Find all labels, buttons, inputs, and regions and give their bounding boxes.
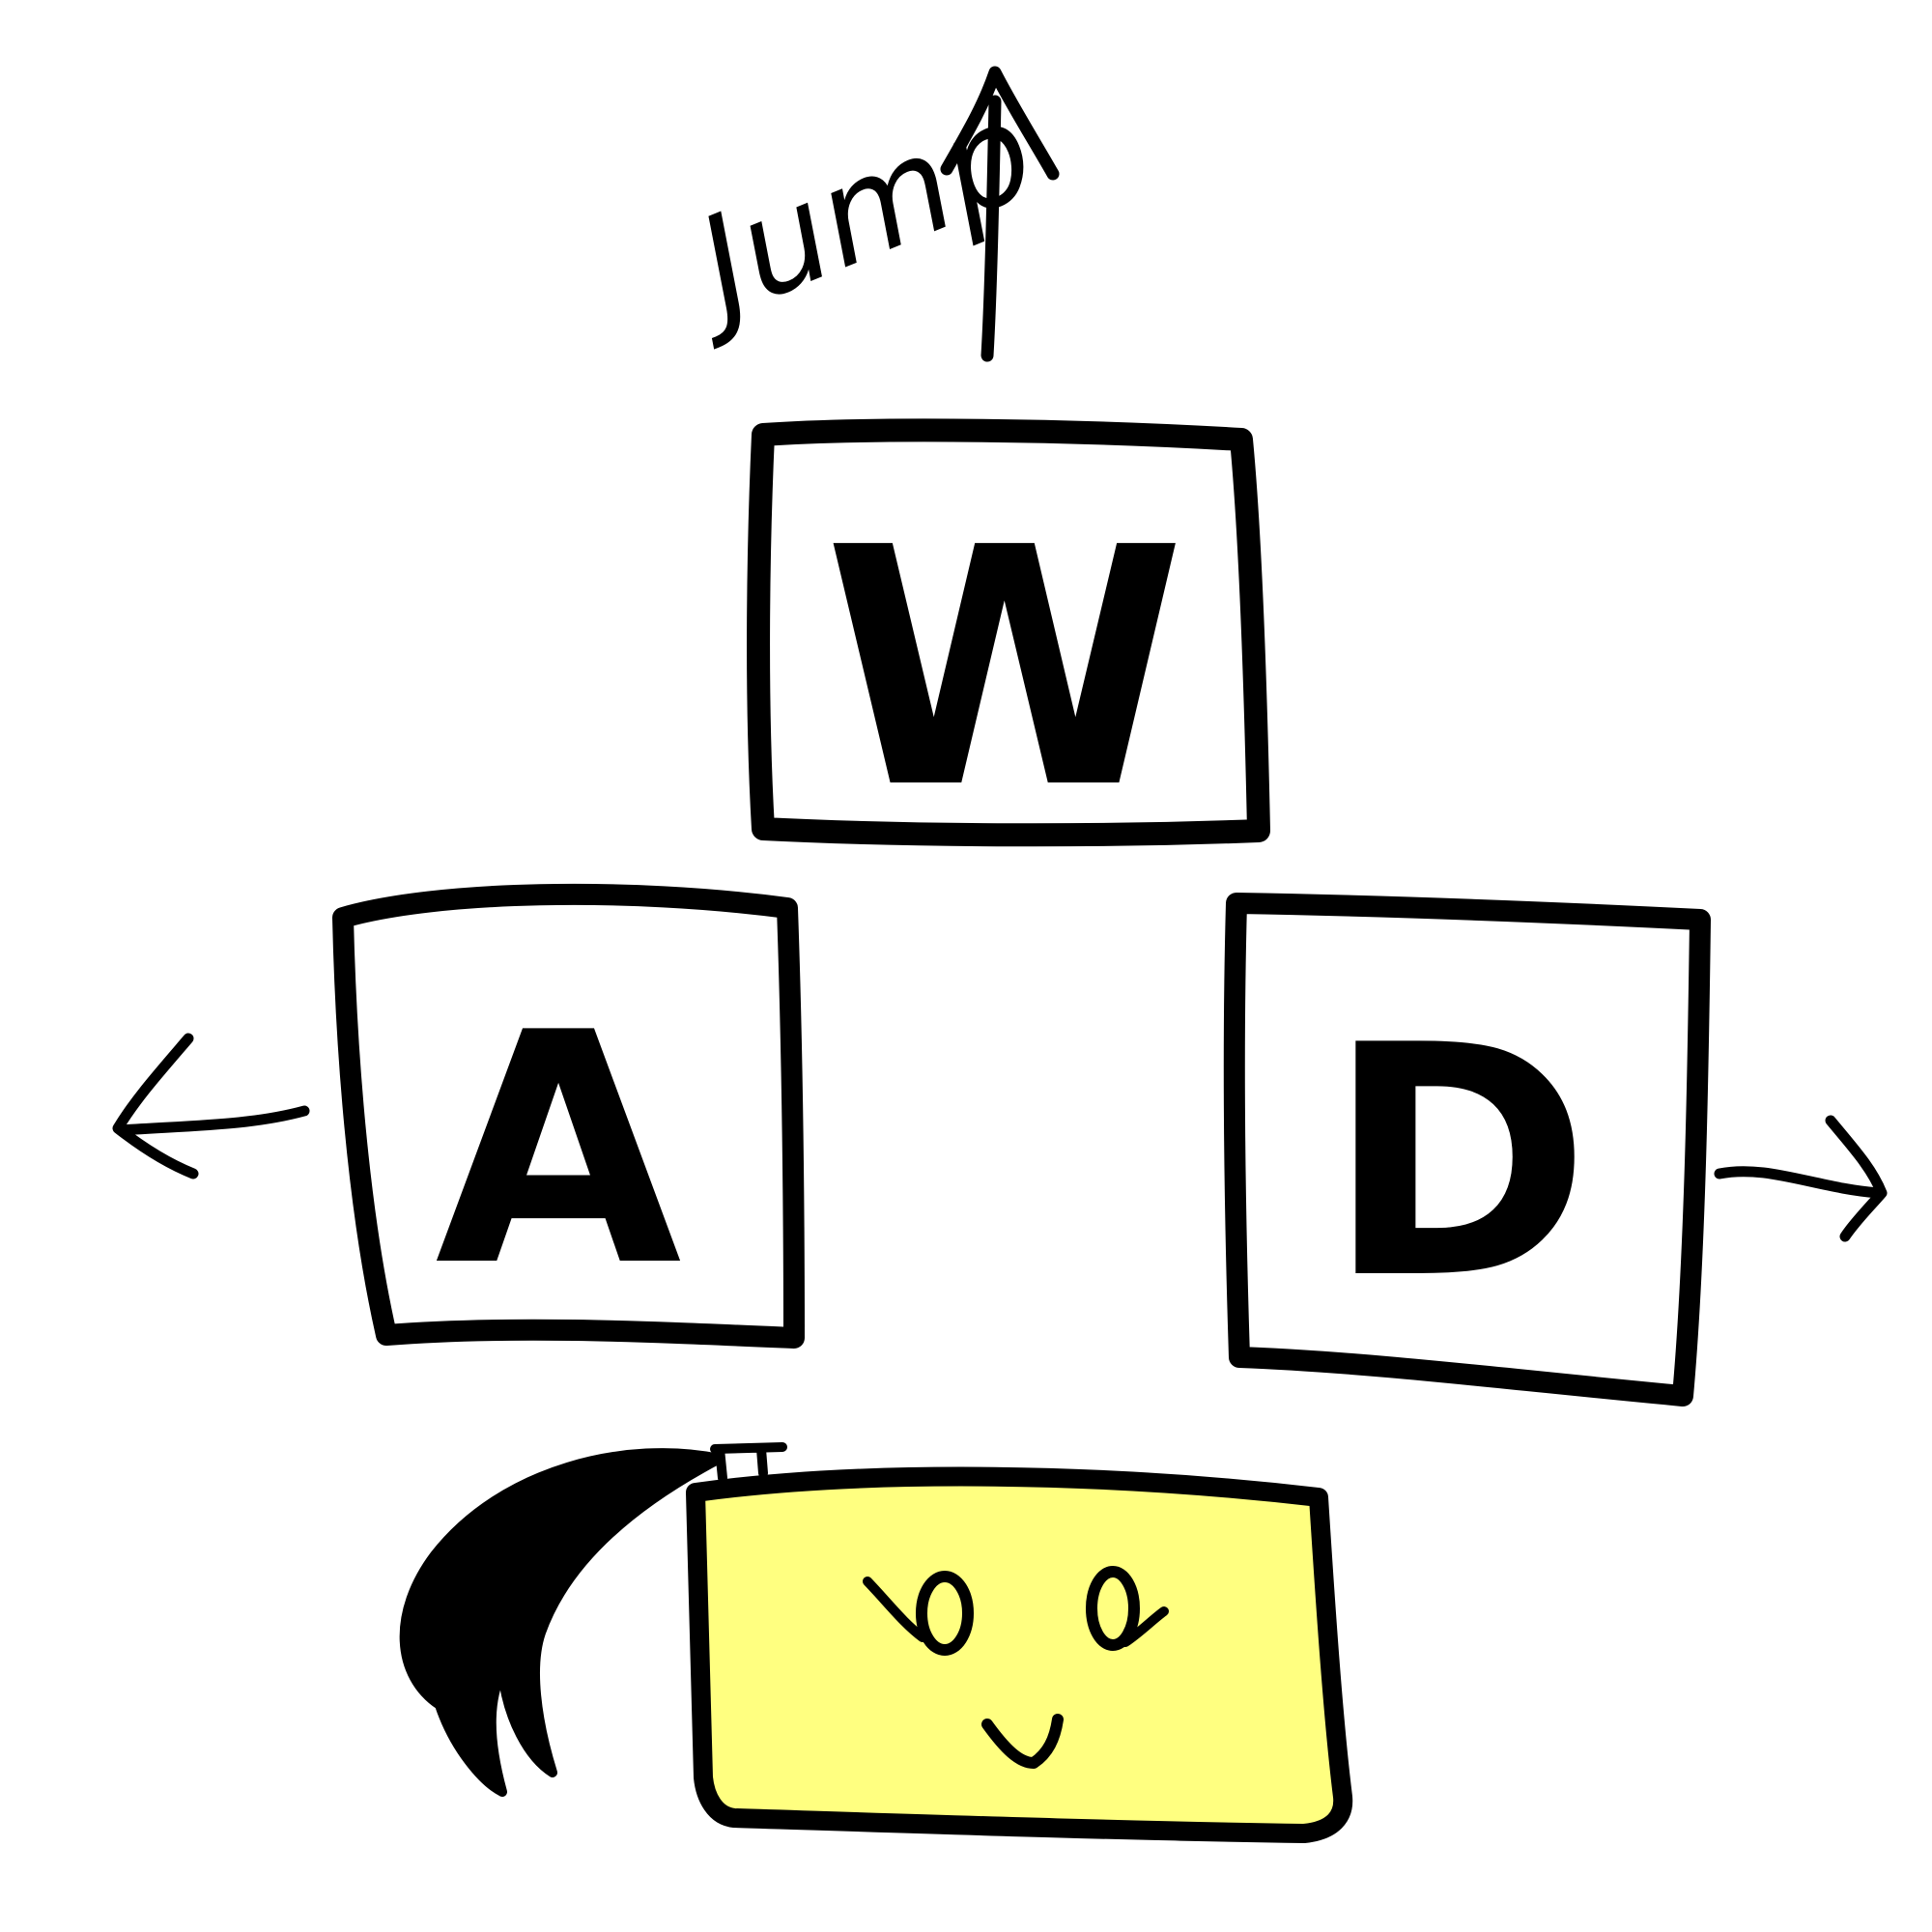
w-key-letter: W <box>823 478 1185 861</box>
arrow-up-icon <box>940 66 1060 362</box>
d-key[interactable]: D <box>1223 893 1711 1406</box>
d-key-frame <box>1223 893 1711 1406</box>
a-key-letter: A <box>435 965 684 1336</box>
arrow-right-icon <box>1714 1115 1888 1242</box>
w-key-frame <box>747 418 1270 847</box>
w-key[interactable]: W <box>747 418 1270 861</box>
d-key-letter: D <box>1326 978 1591 1349</box>
arrow-left-icon <box>112 1033 310 1179</box>
jump-annotation: Jump <box>657 66 1060 362</box>
character-hair <box>399 1448 724 1797</box>
player-character <box>399 1442 1353 1843</box>
a-key-frame <box>332 883 805 1349</box>
character-body[interactable] <box>686 1466 1353 1843</box>
a-key[interactable]: A <box>332 883 805 1349</box>
character-face-icon <box>863 1566 1169 1769</box>
character-tuft <box>710 1442 787 1483</box>
